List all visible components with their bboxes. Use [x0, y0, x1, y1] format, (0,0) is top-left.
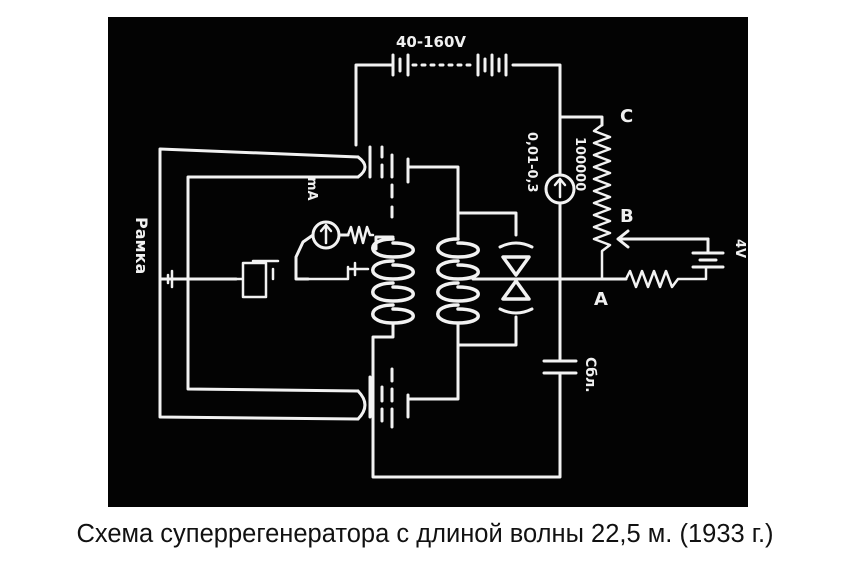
- antenna-frame: [158, 147, 367, 421]
- resistor-label: 100000: [572, 137, 587, 191]
- antenna-label: Рамка: [132, 217, 151, 274]
- figure-caption: Схема суперрегенератора с длиной волны 2…: [76, 520, 774, 548]
- top-battery-line: [354, 53, 562, 147]
- grid-capacitor: [306, 261, 370, 281]
- milliammeter: [294, 220, 350, 281]
- point-a-label: A: [594, 289, 608, 310]
- chalkboard-photo: 40-160V Рамка mA: [108, 17, 748, 507]
- voltage-label: 40-160V: [396, 33, 466, 51]
- grid-coil: [371, 235, 562, 479]
- tube-electrodes: [368, 145, 460, 429]
- tank-coil: [436, 211, 480, 347]
- grid-resistor: [346, 225, 375, 245]
- right-meter: [544, 115, 576, 281]
- right-meter-label: 0,01-0,3: [524, 132, 539, 193]
- point-c-label: C: [620, 106, 633, 127]
- battery-right-label: 4V: [732, 239, 747, 258]
- vertical-resistor: [558, 115, 612, 281]
- detector-block: [234, 259, 280, 299]
- circuit-diagram: 40-160V Рамка mA: [132, 33, 747, 479]
- meter-label: mA: [304, 177, 319, 201]
- point-b-label: B: [620, 206, 634, 227]
- blocking-capacitor: [542, 277, 578, 391]
- ground-symbol: [166, 269, 174, 289]
- capacitor-label: Сбл.: [582, 357, 598, 393]
- potentiometer-arrow: [616, 229, 710, 249]
- variable-capacitor: [456, 211, 610, 347]
- bias-resistor-battery: [600, 237, 725, 289]
